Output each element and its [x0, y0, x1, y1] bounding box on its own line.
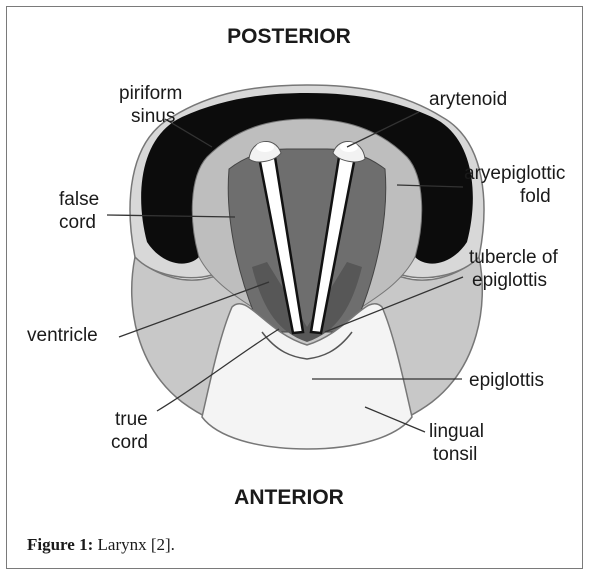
- false-cord-label: false cord: [59, 189, 104, 233]
- true-cord-label: true cord: [111, 409, 153, 453]
- arytenoid-highlight-left: [256, 142, 274, 152]
- lingual-tonsil-label: lingual tonsil: [429, 421, 489, 465]
- ventricle-label: ventricle: [27, 325, 98, 346]
- false-cord-shape: [228, 149, 386, 332]
- false-cord-line-2: cord: [59, 212, 96, 233]
- false-cord-line-1: false: [59, 189, 99, 210]
- caption-label: Figure 1:: [27, 535, 93, 554]
- posterior-label: POSTERIOR: [227, 25, 351, 48]
- figure-frame: POSTERIOR ANTERIOR piriform sinus aryten…: [6, 6, 583, 569]
- tubercle-of-epiglottis-label: tubercle of epiglottis: [469, 247, 563, 291]
- piriform-sinus-line-1: piriform: [119, 83, 182, 104]
- aryepiglottic-fold-line-2: fold: [520, 186, 551, 207]
- true-cord-line-2: cord: [111, 432, 148, 453]
- piriform-sinus-line-2: sinus: [131, 106, 175, 127]
- figure-caption: Figure 1: Larynx [2].: [27, 535, 175, 555]
- larynx-diagram: POSTERIOR ANTERIOR piriform sinus aryten…: [7, 7, 584, 527]
- epiglottis-label: epiglottis: [469, 370, 544, 391]
- arytenoid-label: arytenoid: [429, 89, 507, 110]
- tubercle-of-epiglottis-line-2: epiglottis: [472, 270, 547, 291]
- anterior-label: ANTERIOR: [234, 486, 344, 509]
- aryepiglottic-fold-line-1: aryepiglottic: [464, 163, 565, 184]
- true-cord-line-1: true: [115, 409, 148, 430]
- caption-text: Larynx [2].: [93, 535, 175, 554]
- lingual-tonsil-line-1: lingual: [429, 421, 484, 442]
- tubercle-of-epiglottis-line-1: tubercle of: [469, 247, 558, 268]
- lingual-tonsil-line-2: tonsil: [433, 444, 477, 465]
